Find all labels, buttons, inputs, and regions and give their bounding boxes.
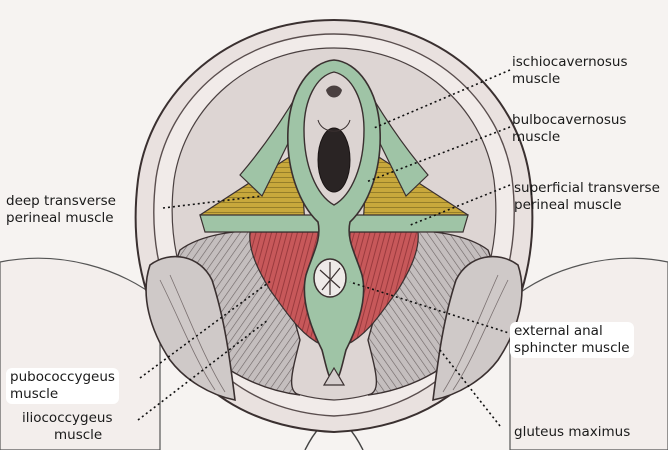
anal-opening (314, 259, 346, 297)
label-gluteus: gluteus maximus (514, 424, 630, 441)
